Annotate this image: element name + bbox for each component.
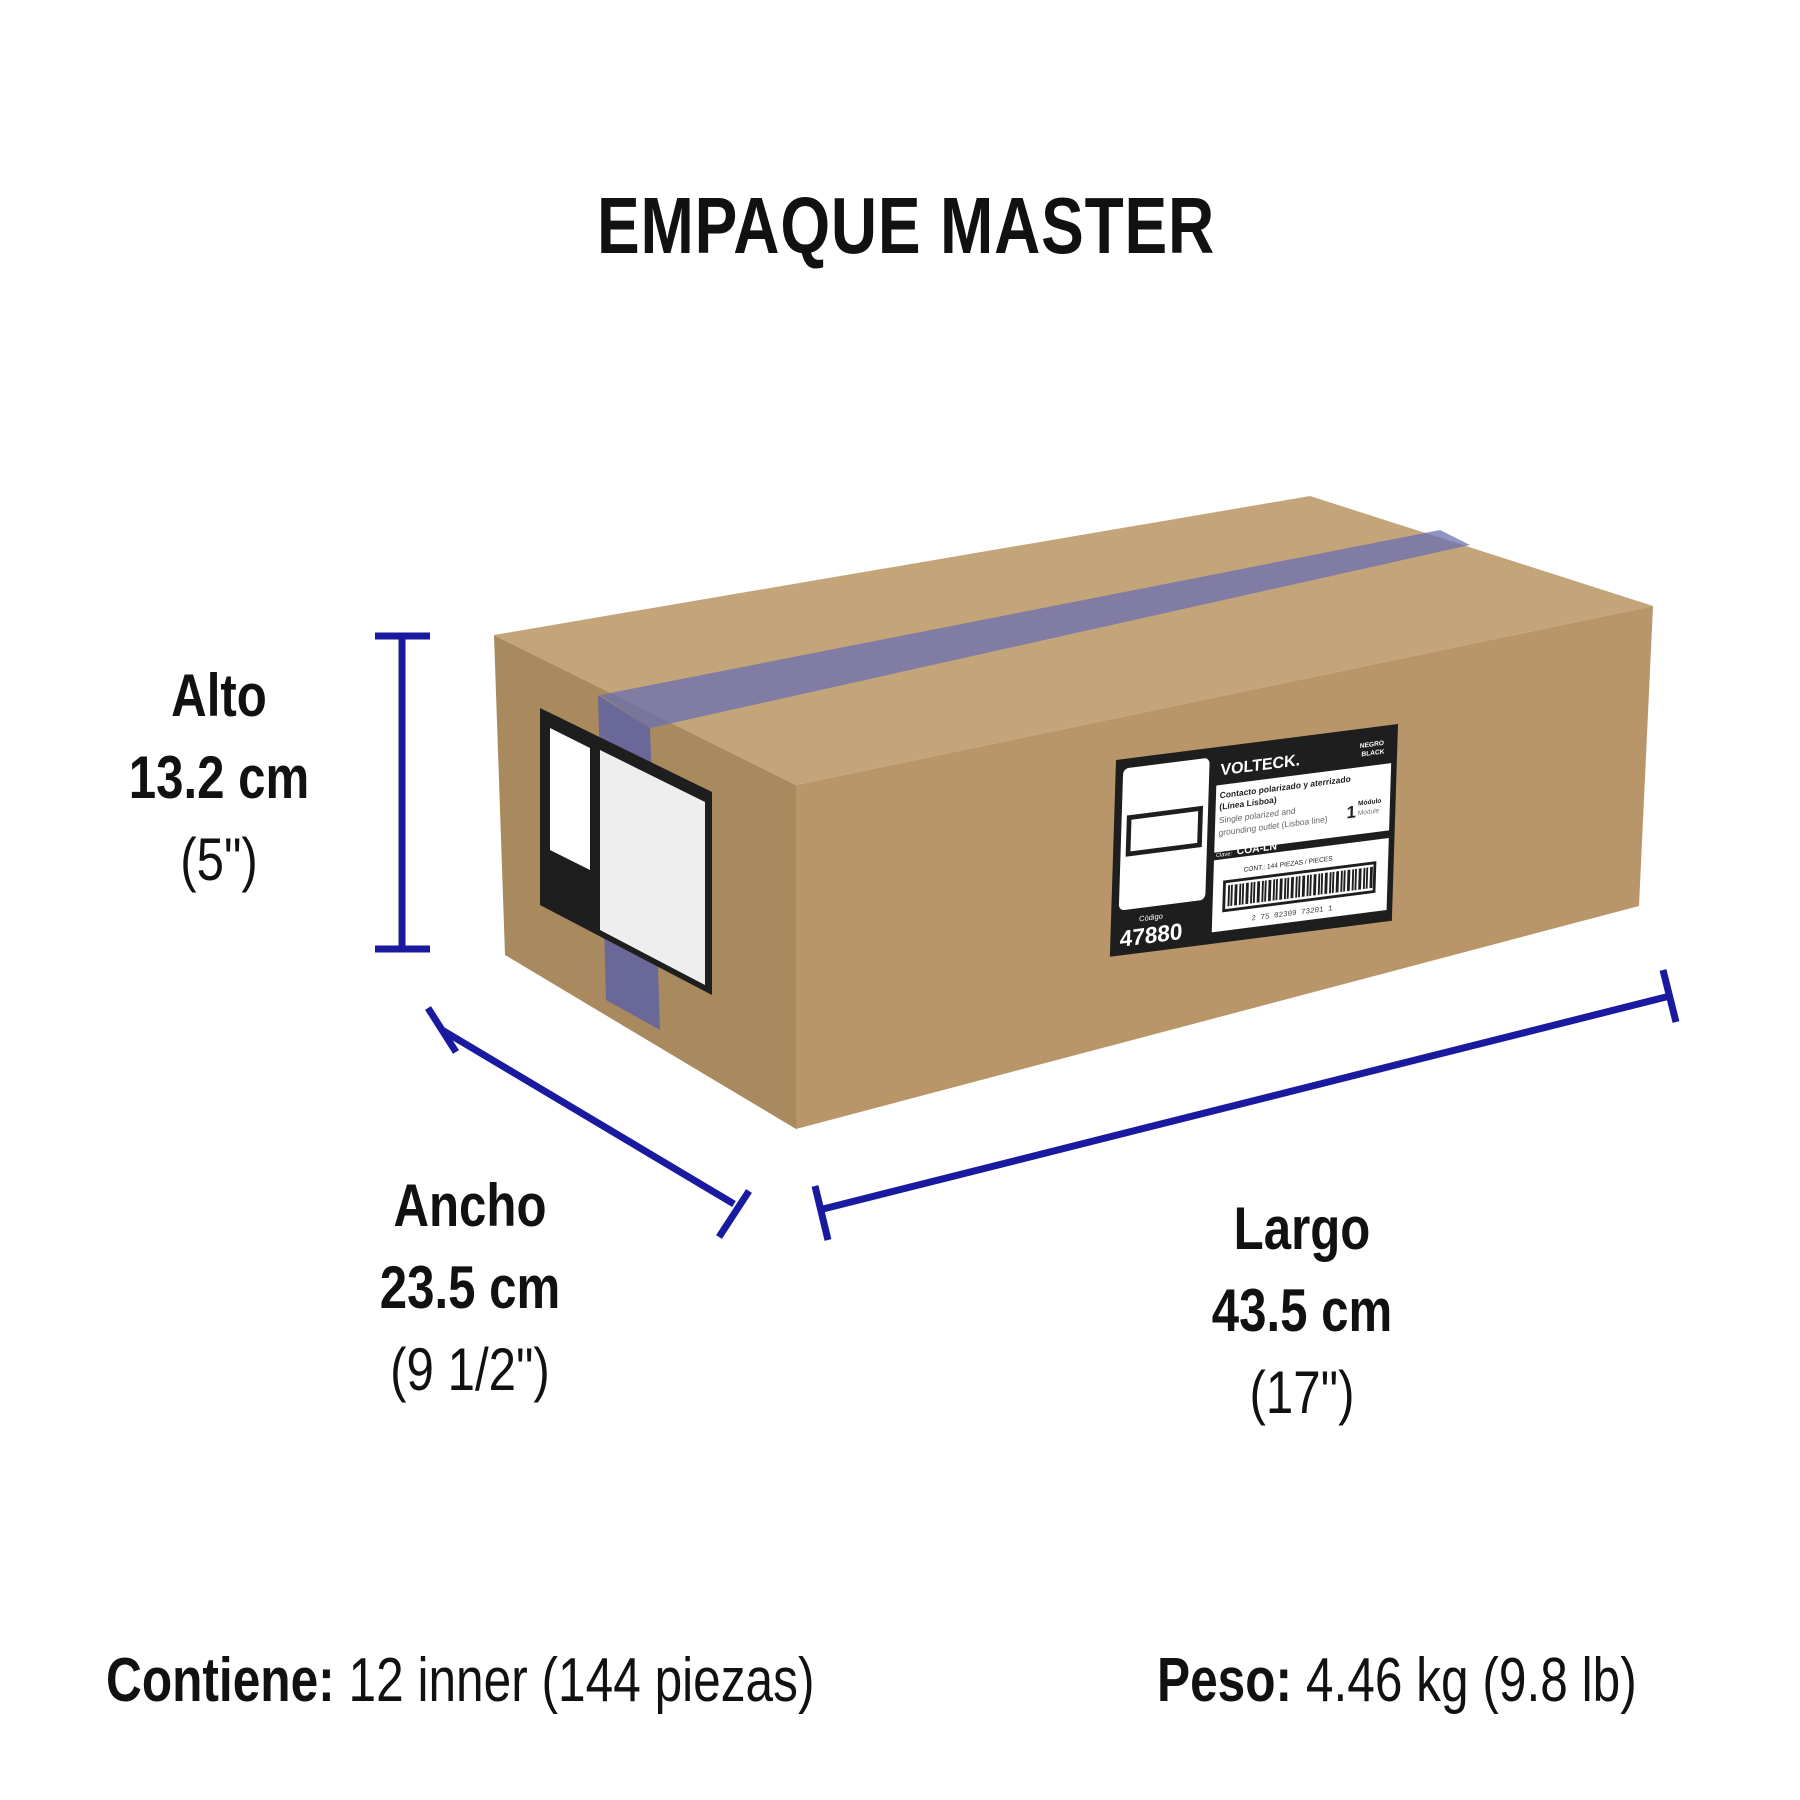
side-label-panel xyxy=(550,728,590,870)
barcode-bar xyxy=(1301,875,1306,897)
barcode-bar xyxy=(1324,872,1328,895)
barcode xyxy=(1222,861,1377,913)
largo-metric: 43.5 cm xyxy=(1211,1277,1393,1344)
barcode-bar xyxy=(1346,869,1351,892)
barcode-bar xyxy=(1306,874,1310,897)
clave-label: Clave: xyxy=(1216,851,1233,859)
barcode-bar xyxy=(1358,868,1362,890)
barcode-bar xyxy=(1279,878,1283,900)
alto-metric: 13.2 cm xyxy=(128,744,310,811)
color-label-en: BLACK xyxy=(1361,748,1384,758)
weight-label: Peso: xyxy=(1157,1646,1293,1715)
barcode-bar xyxy=(1230,884,1233,907)
barcode-bar xyxy=(1329,872,1332,894)
ancho-label: Ancho xyxy=(393,1172,547,1239)
barcode-bar xyxy=(1227,885,1231,907)
clave-value: COA-LN xyxy=(1237,841,1278,857)
barcode-bar xyxy=(1275,878,1279,901)
barcode-bar xyxy=(1354,868,1357,891)
ancho-tick-end xyxy=(716,1189,752,1239)
largo-tick-end xyxy=(1659,969,1680,1023)
ancho-imperial: (9 1/2") xyxy=(390,1336,550,1403)
code-label: Código xyxy=(1139,911,1163,923)
alto-dimension: Alto 13.2 cm (5") xyxy=(129,655,310,901)
largo-label: Largo xyxy=(1233,1195,1371,1262)
barcode-bar xyxy=(1362,867,1366,890)
outlet-icon-panel xyxy=(1118,758,1210,911)
barcode-bar xyxy=(1365,867,1369,889)
barcode-bar xyxy=(1238,883,1242,905)
packing-tape xyxy=(600,530,1470,728)
barcode-bar xyxy=(1256,881,1261,903)
barcode-bar xyxy=(1369,866,1373,889)
barcode-bar xyxy=(1343,870,1346,892)
largo-dimension-line xyxy=(822,992,1671,1213)
barcode-bar xyxy=(1298,876,1301,898)
barcode-bar xyxy=(1340,870,1343,893)
barcode-bar xyxy=(1261,880,1264,903)
barcode-bar xyxy=(1283,877,1287,900)
barcode-bar xyxy=(1295,876,1298,898)
contents-label: Contiene: xyxy=(106,1646,335,1715)
barcode-bar xyxy=(1250,882,1253,904)
modules-en: Module xyxy=(1358,807,1380,817)
largo-dimension: Largo 43.5 cm (17") xyxy=(1212,1188,1393,1434)
ancho-metric: 23.5 cm xyxy=(379,1254,561,1321)
barcode-bar xyxy=(1252,881,1256,904)
contents-value: 12 inner (144 piezas) xyxy=(348,1646,815,1715)
ancho-dimension-line xyxy=(440,1026,736,1208)
barcode-bar xyxy=(1264,880,1267,902)
barcode-bar xyxy=(1317,873,1321,895)
barcode-bar xyxy=(1267,879,1272,902)
ancho-tick-start xyxy=(425,1006,459,1054)
largo-imperial: (17") xyxy=(1249,1359,1355,1426)
barcode-bar xyxy=(1286,877,1290,899)
largo-tick-start xyxy=(811,1185,832,1241)
side-label-panel2 xyxy=(600,750,705,985)
barcode-bar xyxy=(1320,873,1324,895)
weight-info: Peso: 4.46 kg (9.8 lb) xyxy=(1157,1645,1637,1716)
barcode-bar xyxy=(1313,874,1317,896)
modules-count: 1 xyxy=(1346,801,1356,822)
barcode-bar xyxy=(1290,876,1294,899)
barcode-bar xyxy=(1234,884,1238,906)
barcode-bar xyxy=(1351,869,1355,891)
weight-value: 4.46 kg (9.8 lb) xyxy=(1305,1646,1637,1715)
alto-label: Alto xyxy=(171,662,267,729)
barcode-bar xyxy=(1272,879,1276,901)
barcode-bar xyxy=(1309,874,1312,896)
page-title: EMPAQUE MASTER xyxy=(596,181,1216,270)
barcode-bar xyxy=(1335,871,1340,893)
barcode-bar xyxy=(1241,883,1245,905)
modules-es: Módulo xyxy=(1358,798,1382,808)
outlet-icon xyxy=(1125,805,1204,857)
contents-info: Contiene: 12 inner (144 piezas) xyxy=(106,1645,814,1716)
barcode-bar xyxy=(1331,871,1335,894)
alto-imperial: (5") xyxy=(180,826,258,893)
ancho-dimension: Ancho 23.5 cm (9 1/2") xyxy=(380,1165,561,1411)
front-label: VOLTECK. NEGRO BLACK Contacto polarizado… xyxy=(1109,723,1399,957)
barcode-bar xyxy=(1245,882,1249,905)
color-label: NEGRO xyxy=(1360,740,1384,750)
